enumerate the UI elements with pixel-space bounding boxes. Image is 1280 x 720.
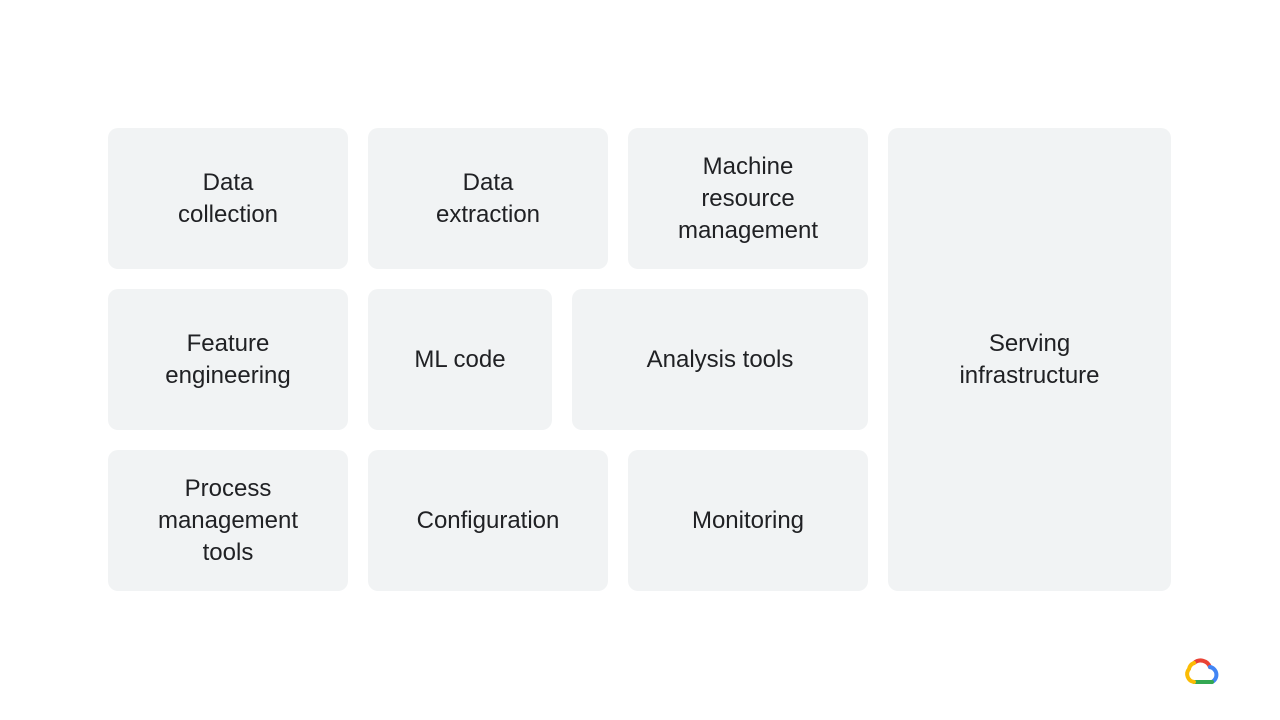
box-data-extraction: Data extraction bbox=[368, 128, 608, 269]
box-label: Configuration bbox=[416, 506, 560, 534]
box-ml-code: ML code bbox=[368, 289, 552, 430]
box-label: Data collection bbox=[177, 168, 279, 228]
box-label: Machine resource management bbox=[677, 152, 819, 244]
box-analysis-tools: Analysis tools bbox=[572, 289, 868, 430]
box-label: Process management tools bbox=[157, 474, 299, 566]
cloud-icon bbox=[1185, 658, 1219, 684]
box-serving-infrastructure: Serving infrastructure bbox=[888, 128, 1171, 591]
box-label: Monitoring bbox=[691, 506, 805, 534]
box-data-collection: Data collection bbox=[108, 128, 348, 269]
box-label: Feature engineering bbox=[165, 329, 291, 389]
box-label: ML code bbox=[414, 345, 506, 373]
box-label: Analysis tools bbox=[646, 345, 794, 373]
box-configuration: Configuration bbox=[368, 450, 608, 591]
box-process-management-tools: Process management tools bbox=[108, 450, 348, 591]
box-machine-resource-management: Machine resource management bbox=[628, 128, 868, 269]
google-cloud-logo-icon bbox=[1180, 655, 1220, 687]
box-monitoring: Monitoring bbox=[628, 450, 868, 591]
box-feature-engineering: Feature engineering bbox=[108, 289, 348, 430]
box-label: Data extraction bbox=[435, 168, 541, 228]
box-label: Serving infrastructure bbox=[959, 329, 1100, 389]
